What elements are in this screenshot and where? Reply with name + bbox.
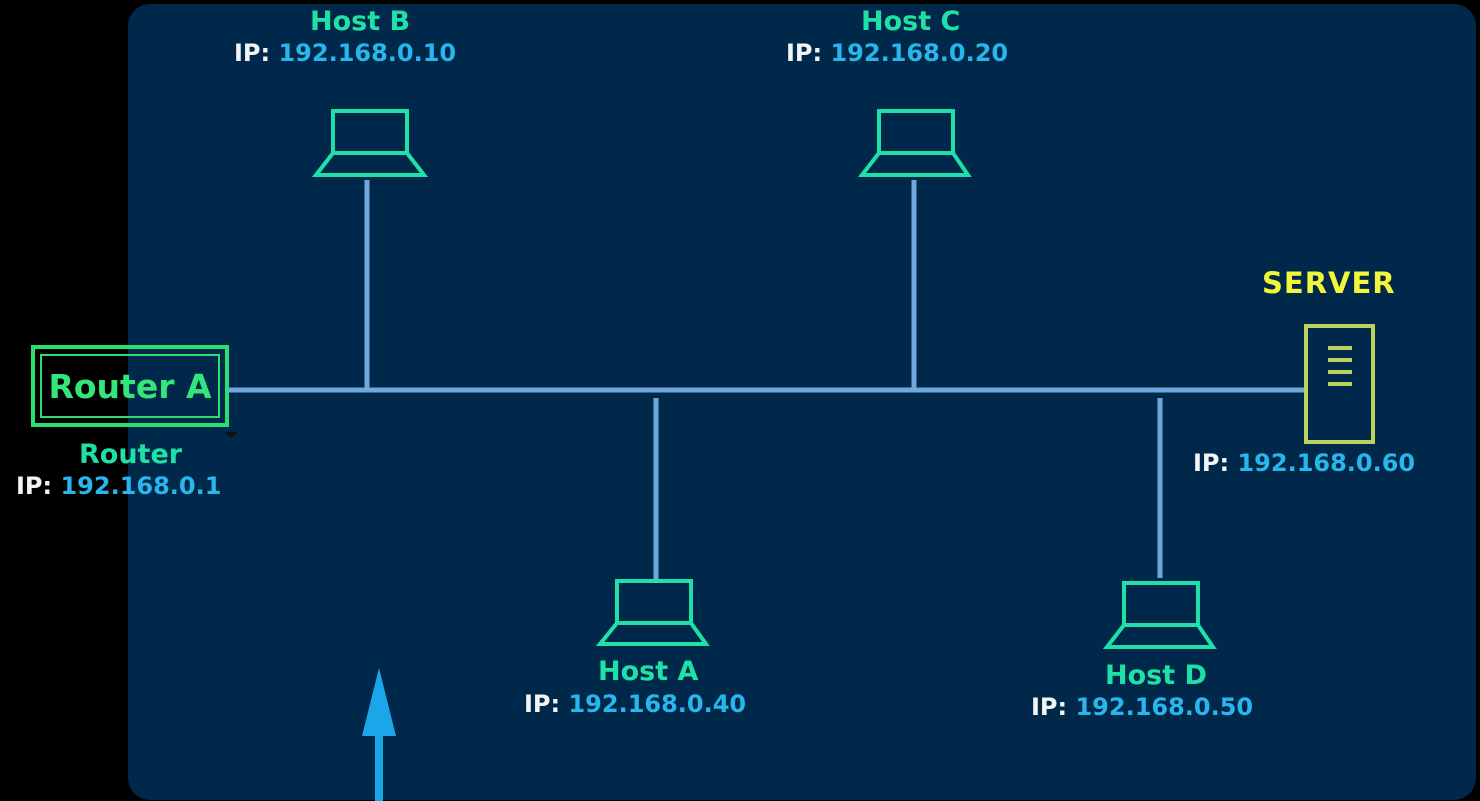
laptop-icon[interactable] bbox=[857, 109, 972, 177]
host-a-ip-line: IP: 192.168.0.40 bbox=[524, 690, 746, 718]
router-caption: Router bbox=[79, 439, 183, 470]
host-b-ip: 192.168.0.10 bbox=[278, 39, 457, 67]
router-a-label: Router A bbox=[48, 366, 212, 406]
host-b-ip-line: IP: 192.168.0.10 bbox=[234, 39, 456, 67]
host-d-name: Host D bbox=[1105, 660, 1207, 691]
ip-prefix: IP: bbox=[524, 690, 561, 718]
server-ip: 192.168.0.60 bbox=[1237, 449, 1416, 477]
host-d-ip: 192.168.0.50 bbox=[1075, 693, 1254, 721]
laptop-icon[interactable] bbox=[311, 109, 429, 177]
host-b-name: Host B bbox=[310, 6, 411, 37]
ip-prefix: IP: bbox=[786, 39, 823, 67]
caret-icon bbox=[224, 432, 238, 438]
host-c-ip-line: IP: 192.168.0.20 bbox=[786, 39, 1008, 67]
ip-prefix: IP: bbox=[1193, 449, 1230, 477]
server-ip-line: IP: 192.168.0.60 bbox=[1193, 449, 1415, 477]
arrow-up-icon[interactable] bbox=[362, 668, 396, 801]
host-a-ip: 192.168.0.40 bbox=[568, 690, 747, 718]
network-canvas bbox=[128, 4, 1476, 800]
ip-prefix: IP: bbox=[234, 39, 271, 67]
host-c-name: Host C bbox=[861, 6, 961, 37]
host-a-name: Host A bbox=[598, 656, 699, 687]
server-icon[interactable] bbox=[1304, 324, 1375, 444]
host-d-ip-line: IP: 192.168.0.50 bbox=[1031, 693, 1253, 721]
ip-prefix: IP: bbox=[1031, 693, 1068, 721]
router-ip: 192.168.0.1 bbox=[60, 472, 222, 500]
router-a-box[interactable]: Router A bbox=[31, 345, 229, 427]
server-title: SERVER bbox=[1262, 266, 1396, 300]
ip-prefix: IP: bbox=[16, 472, 53, 500]
laptop-icon[interactable] bbox=[1102, 581, 1217, 649]
router-ip-line: IP: 192.168.0.1 bbox=[16, 472, 221, 500]
host-c-ip: 192.168.0.20 bbox=[830, 39, 1009, 67]
laptop-icon[interactable] bbox=[595, 579, 710, 646]
router-a-box-inner bbox=[40, 354, 220, 418]
